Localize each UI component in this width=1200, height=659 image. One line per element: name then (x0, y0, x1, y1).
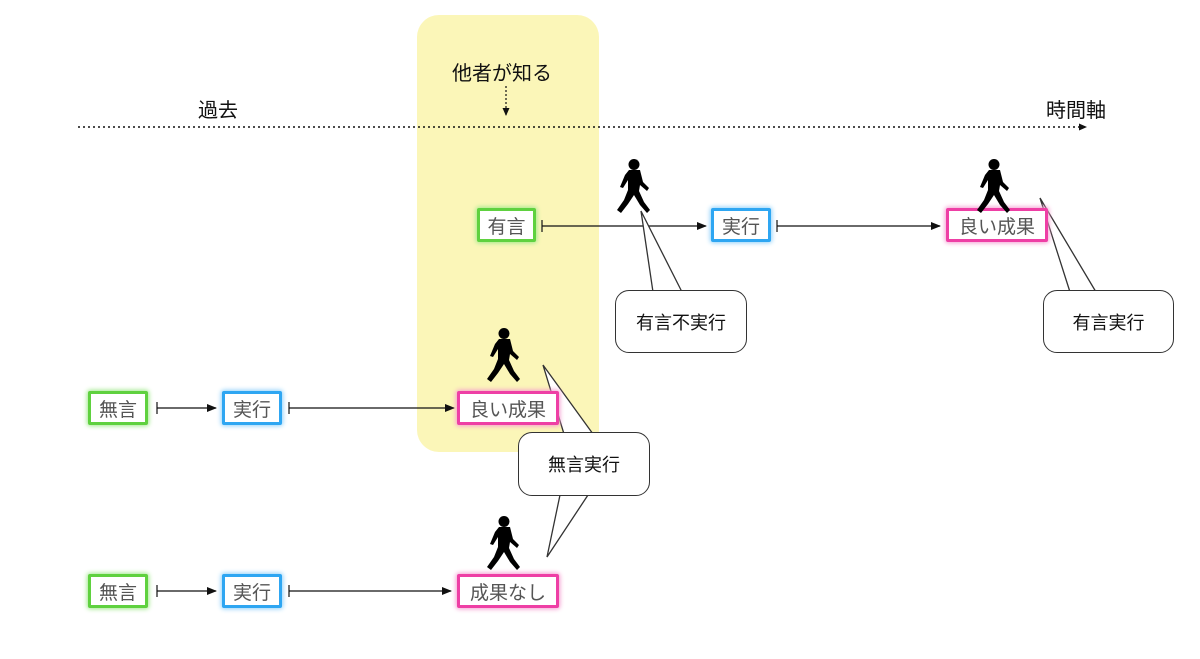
arrow-bottom-statement-to-action (156, 585, 217, 597)
time-axis-label: 時間軸 (1046, 98, 1106, 122)
callout-tail-mugen-jikko (542, 364, 594, 558)
walking-person-icon (487, 328, 520, 382)
walking-person-icon (977, 159, 1010, 213)
past-label: 過去 (198, 98, 238, 122)
bottom-result-box: 成果なし (457, 574, 559, 608)
callout-mugen-jikko: 無言実行 (518, 432, 650, 496)
bottom-action-box: 実行 (222, 574, 282, 608)
top-statement-box: 有言 (477, 208, 536, 242)
others-know-label: 他者が知る (452, 61, 552, 85)
callout-tail-yugen-fujikko (640, 210, 683, 293)
top-action-box: 実行 (711, 208, 771, 242)
callout-tail-yugen-jikko (1039, 197, 1097, 293)
arrow-bottom-action-to-result (288, 585, 452, 597)
arrow-middle-action-to-result (288, 402, 455, 414)
middle-result-box: 良い成果 (457, 391, 559, 425)
walking-person-icon (487, 516, 520, 570)
bottom-statement-box: 無言 (88, 574, 148, 608)
callout-yugen-jikko: 有言実行 (1043, 290, 1174, 353)
top-result-box: 良い成果 (946, 208, 1048, 242)
arrow-middle-statement-to-action (156, 402, 217, 414)
arrow-top-statement-to-action (541, 220, 707, 232)
callout-yugen-fujikko: 有言不実行 (615, 290, 747, 353)
arrow-top-action-to-result (776, 220, 941, 232)
walking-person-icon (617, 159, 650, 213)
middle-action-box: 実行 (222, 391, 282, 425)
middle-statement-box: 無言 (88, 391, 148, 425)
